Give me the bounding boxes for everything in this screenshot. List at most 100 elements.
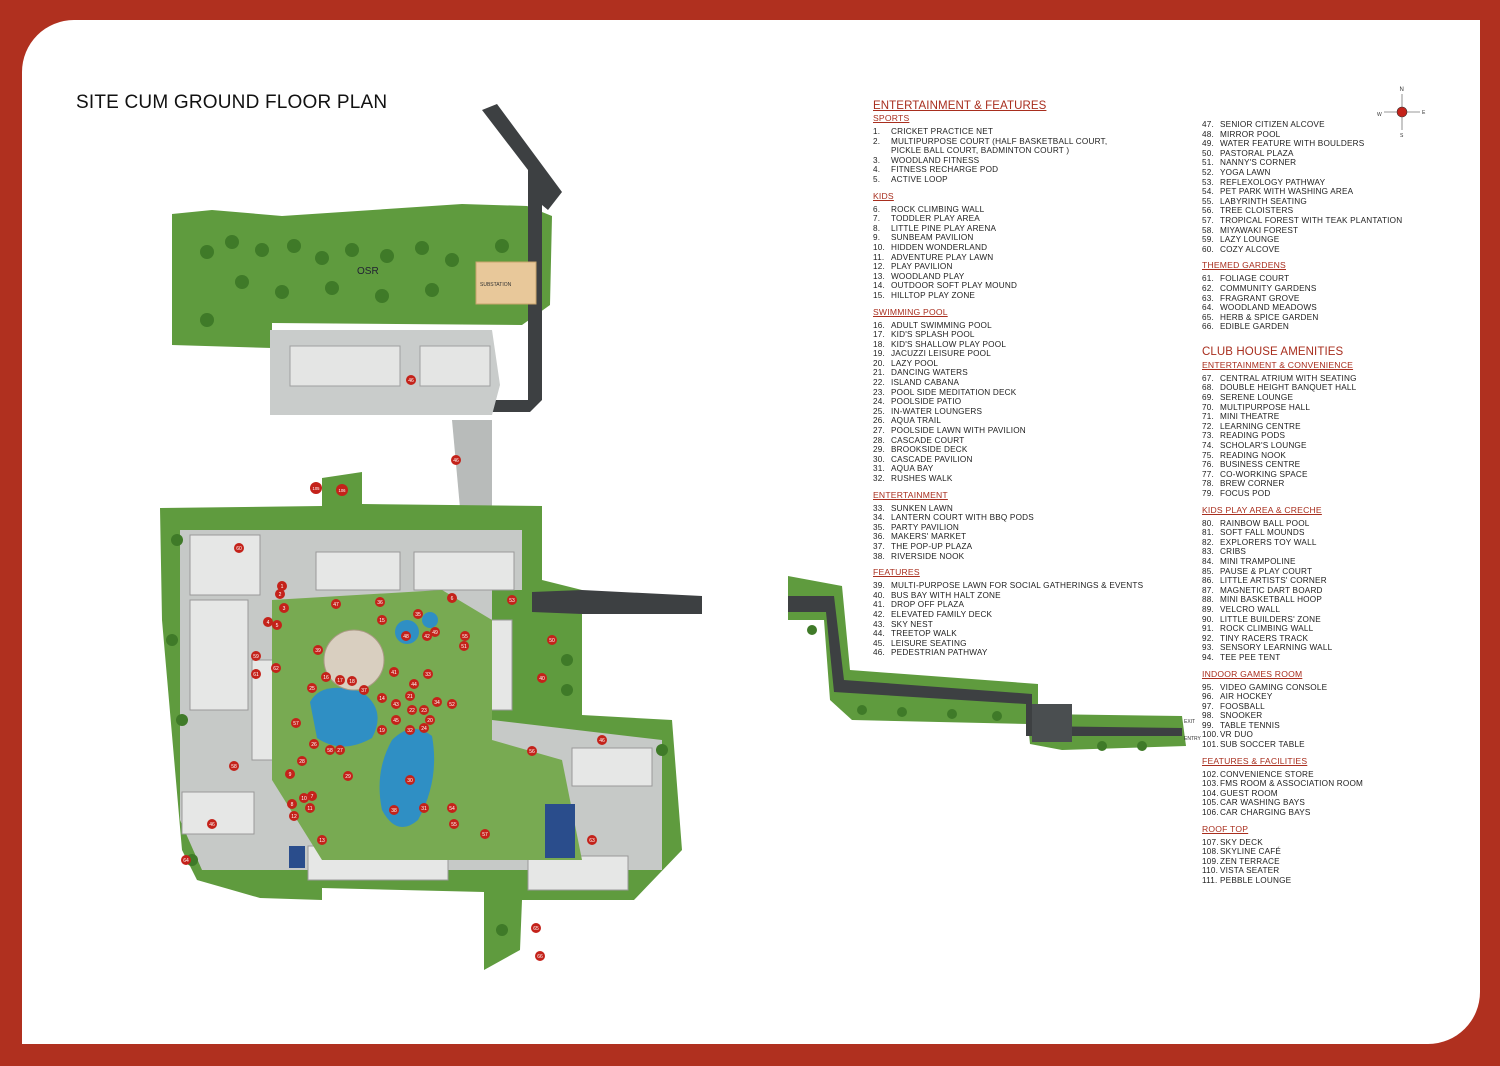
marker-dot-icon xyxy=(305,803,315,813)
marker-dot-icon xyxy=(307,683,317,693)
legend-item-label: LAZY POOL xyxy=(891,358,939,368)
legend-item-number: 77. xyxy=(1202,469,1214,479)
legend-item-label: CASCADE PAVILION xyxy=(891,454,973,464)
marker-label: 14 xyxy=(379,696,385,702)
legend-item: 44.TREETOP WALK xyxy=(873,629,1173,639)
marker-label: 44 xyxy=(411,682,417,688)
marker-label: 46 xyxy=(209,822,215,828)
legend-sub-club-kids: KIDS PLAY AREA & CRECHE xyxy=(1202,504,1322,515)
legend-item-label: BUS BAY WITH HALT ZONE xyxy=(891,590,1001,600)
link-walkway xyxy=(452,420,492,530)
legend-item: 111.PEBBLE LOUNGE xyxy=(1202,876,1442,886)
legend-item-number: 80. xyxy=(1202,518,1214,528)
legend-item: 7.TODDLER PLAY AREA xyxy=(873,214,1173,224)
amenity-marker: 36 xyxy=(375,597,385,607)
marker-dot-icon xyxy=(310,482,322,494)
marker-dot-icon xyxy=(419,705,429,715)
legend-item: 98.SNOOKER xyxy=(1202,711,1442,721)
legend-item-label: HIDDEN WONDERLAND xyxy=(891,242,988,252)
legend-item-label: TREE CLOISTERS xyxy=(1220,206,1294,216)
amenity-marker: 63 xyxy=(587,835,597,845)
tower-block xyxy=(189,599,249,711)
amenity-marker: 38 xyxy=(389,805,399,815)
marker-dot-icon xyxy=(234,543,244,553)
legend-item: 94.TEE PEE TENT xyxy=(1202,653,1442,663)
legend-item: 20.LAZY POOL xyxy=(873,359,1173,369)
amenity-marker: 6 xyxy=(447,593,457,603)
legend-item: 81.SOFT FALL MOUNDS xyxy=(1202,528,1442,538)
legend-item-number: 45. xyxy=(873,638,885,648)
legend-item: 50.PASTORAL PLAZA xyxy=(1202,149,1442,159)
legend-item-number: 12. xyxy=(873,262,885,272)
legend-item-label: BUSINESS CENTRE xyxy=(1220,460,1301,470)
legend-item-label: RAINBOW BALL POOL xyxy=(1220,518,1310,528)
legend-item-label: COMMUNITY GARDENS xyxy=(1220,283,1317,293)
legend-item: 52.YOGA LAWN xyxy=(1202,168,1442,178)
marker-label: 46 xyxy=(599,738,605,744)
amenity-marker: 57 xyxy=(291,718,301,728)
legend-sub-kids: KIDS xyxy=(873,190,894,201)
legend-item-label: LEISURE SEATING xyxy=(891,638,967,648)
legend-item-label: THE POP-UP PLAZA xyxy=(891,541,973,551)
legend-item-number: 92. xyxy=(1202,633,1214,643)
legend-item-label: KID'S SPLASH POOL xyxy=(891,330,975,340)
amenity-marker: 2 xyxy=(275,589,285,599)
legend-item-number: 21. xyxy=(873,368,885,378)
marker-label: 8 xyxy=(291,802,294,808)
legend-item-label: SCHOLAR'S LOUNGE xyxy=(1220,441,1307,451)
legend-sub-themed: THEMED GARDENS xyxy=(1202,260,1286,271)
legend-item: 34.LANTERN COURT WITH BBQ PODS xyxy=(873,513,1173,523)
legend-item-label: CRICKET PRACTICE NET xyxy=(891,127,994,136)
east-road xyxy=(788,596,1182,736)
legend-item: 46.PEDESTRIAN PATHWAY xyxy=(873,648,1173,658)
marker-label: 6 xyxy=(451,596,454,602)
amenity-marker: 62 xyxy=(271,663,281,673)
amenity-marker: 46 xyxy=(597,735,607,745)
legend-item-label: OUTDOOR SOFT PLAY MOUND xyxy=(891,281,1018,291)
marker-dot-icon xyxy=(335,675,345,685)
marker-label: 66 xyxy=(537,954,543,960)
amenity-marker: 53 xyxy=(507,595,517,605)
page-title: SITE CUM GROUND FLOOR PLAN xyxy=(76,92,388,113)
marker-dot-icon xyxy=(531,923,541,933)
amenity-marker: 25 xyxy=(307,683,317,693)
marker-label: 42 xyxy=(424,634,430,640)
legend-item-number: 30. xyxy=(873,454,885,464)
legend-item: 19.JACUZZI LEISURE POOL xyxy=(873,349,1173,359)
marker-dot-icon xyxy=(207,819,217,829)
marker-dot-icon xyxy=(587,835,597,845)
legend-item-number: 58. xyxy=(1202,225,1214,235)
legend-item: 91.ROCK CLIMBING WALL xyxy=(1202,624,1442,634)
legend-item: 37.THE POP-UP PLAZA xyxy=(873,542,1173,552)
marker-label: 63 xyxy=(589,838,595,844)
marker-dot-icon xyxy=(331,599,341,609)
marker-label: 28 xyxy=(299,759,305,765)
amenity-marker: 106 xyxy=(336,484,348,496)
legend-item-label: DANCING WATERS xyxy=(891,368,968,378)
legend-item-number: 111. xyxy=(1202,876,1218,885)
legend-item-label: ELEVATED FAMILY DECK xyxy=(891,609,993,619)
legend-item-number: 10. xyxy=(873,242,885,252)
legend-item-number: 50. xyxy=(1202,148,1214,158)
legend-item-number: 96. xyxy=(1202,692,1214,702)
legend-item-label: GUEST ROOM xyxy=(1220,788,1278,798)
legend-item: 68.DOUBLE HEIGHT BANQUET HALL xyxy=(1202,383,1442,393)
marker-label: 25 xyxy=(309,686,315,692)
marker-dot-icon xyxy=(422,631,432,641)
marker-label: 35 xyxy=(415,612,421,618)
legend-item: 100.VR DUO xyxy=(1202,730,1442,740)
gate-plaza xyxy=(1032,704,1072,742)
substation-label: SUBSTATION xyxy=(480,282,512,288)
legend-item: 33.SUNKEN LAWN xyxy=(873,504,1173,514)
north-access-road xyxy=(482,104,562,412)
legend-item: 93.SENSORY LEARNING WALL xyxy=(1202,643,1442,653)
tower-block xyxy=(571,747,653,787)
legend-item-number: 70. xyxy=(1202,402,1214,412)
tree-canopy xyxy=(166,235,1147,936)
legend-item: 49.WATER FEATURE WITH BOULDERS xyxy=(1202,139,1442,149)
legend-item-label: TREETOP WALK xyxy=(891,629,957,639)
amenity-marker: 26 xyxy=(309,739,319,749)
tower-block xyxy=(419,345,491,387)
